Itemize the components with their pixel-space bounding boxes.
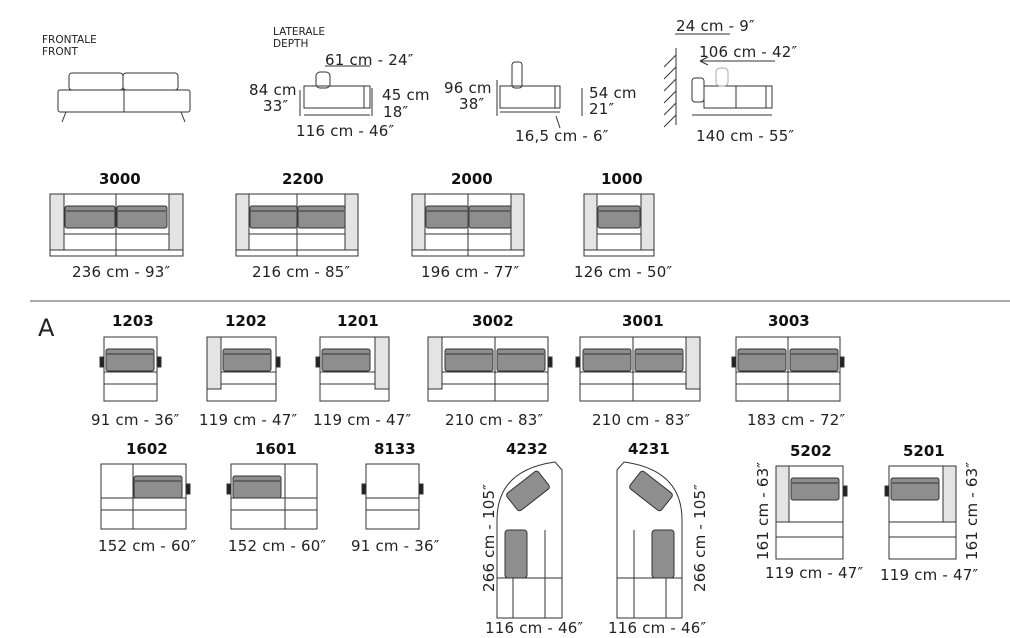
side-view-3: [663, 33, 775, 128]
sofa-2200: [235, 193, 359, 257]
front-view-drawing: [57, 72, 191, 123]
sofa-code: 3000: [99, 170, 141, 188]
module-vdim: 266 cm - 105″: [480, 483, 498, 593]
module-dim: 116 cm - 46″: [608, 619, 707, 637]
module-dim: 152 cm - 60″: [98, 537, 197, 555]
side1-seat-cm: 45 cm: [382, 86, 430, 104]
module-code: 1601: [255, 440, 297, 458]
side2-height-cm: 96 cm: [444, 79, 492, 97]
module-dim: 210 cm - 83″: [592, 411, 691, 429]
side3-wall-dim: 24 cm - 9″: [676, 17, 755, 35]
side2-height-in: 38″: [459, 95, 485, 113]
sofa-dim: 216 cm - 85″: [252, 263, 351, 281]
side1-depth-dim: 116 cm - 46″: [296, 122, 395, 140]
module-dim: 119 cm - 47″: [880, 566, 979, 584]
module-dim: 210 cm - 83″: [445, 411, 544, 429]
module-code: 1203: [112, 312, 154, 330]
sofa-dim: 196 cm - 77″: [421, 263, 520, 281]
side1-top-dim: 61 cm - 24″: [325, 51, 414, 69]
module-dim: 119 cm - 47″: [765, 564, 864, 582]
module-vdim: 266 cm - 105″: [691, 483, 709, 593]
side3-arrow-dim: 106 cm - 42″: [699, 43, 798, 61]
side1-height-cm: 84 cm: [249, 81, 297, 99]
module-code: 5201: [903, 442, 945, 460]
module-code: 4232: [506, 440, 548, 458]
module-dim: 119 cm - 47″: [199, 411, 298, 429]
module-code: 3001: [622, 312, 664, 330]
module-code: 5202: [790, 442, 832, 460]
module-vdim: 161 cm - 63″: [963, 461, 981, 561]
section-label: A: [38, 314, 55, 342]
side2-seat-in: 21″: [589, 100, 615, 118]
sofa-3000: [49, 193, 184, 257]
module-dim: 116 cm - 46″: [485, 619, 584, 637]
module-code: 4231: [628, 440, 670, 458]
module-code: 1202: [225, 312, 267, 330]
module-code: 1201: [337, 312, 379, 330]
module-code: 3002: [472, 312, 514, 330]
module-code: 3003: [768, 312, 810, 330]
module-vdim: 161 cm - 63″: [754, 461, 772, 561]
side1-seat-in: 18″: [383, 103, 409, 121]
module-dim: 119 cm - 47″: [313, 411, 412, 429]
sofa-code: 2200: [282, 170, 324, 188]
sofa-dim: 236 cm - 93″: [72, 263, 171, 281]
side-view-1: [299, 65, 373, 116]
side3-depth-dim: 140 cm - 55″: [696, 127, 795, 145]
side2-seat-cm: 54 cm: [589, 84, 637, 102]
sofas-drawing: [30, 193, 1010, 302]
module-code: 8133: [374, 440, 416, 458]
sofa-code: 2000: [451, 170, 493, 188]
sofa-1000: [583, 193, 655, 257]
module-dim: 152 cm - 60″: [228, 537, 327, 555]
module-code: 1602: [126, 440, 168, 458]
side2-bottom-dim: 16,5 cm - 6″: [515, 127, 609, 145]
sofa-dim: 126 cm - 50″: [574, 263, 673, 281]
module-dim: 91 cm - 36″: [351, 537, 440, 555]
side1-height-in: 33″: [263, 97, 289, 115]
sofa-code: 1000: [601, 170, 643, 188]
module-dim: 183 cm - 72″: [747, 411, 846, 429]
module-dim: 91 cm - 36″: [91, 411, 180, 429]
sofa-2000: [411, 193, 525, 257]
side-view-2: [496, 61, 583, 129]
